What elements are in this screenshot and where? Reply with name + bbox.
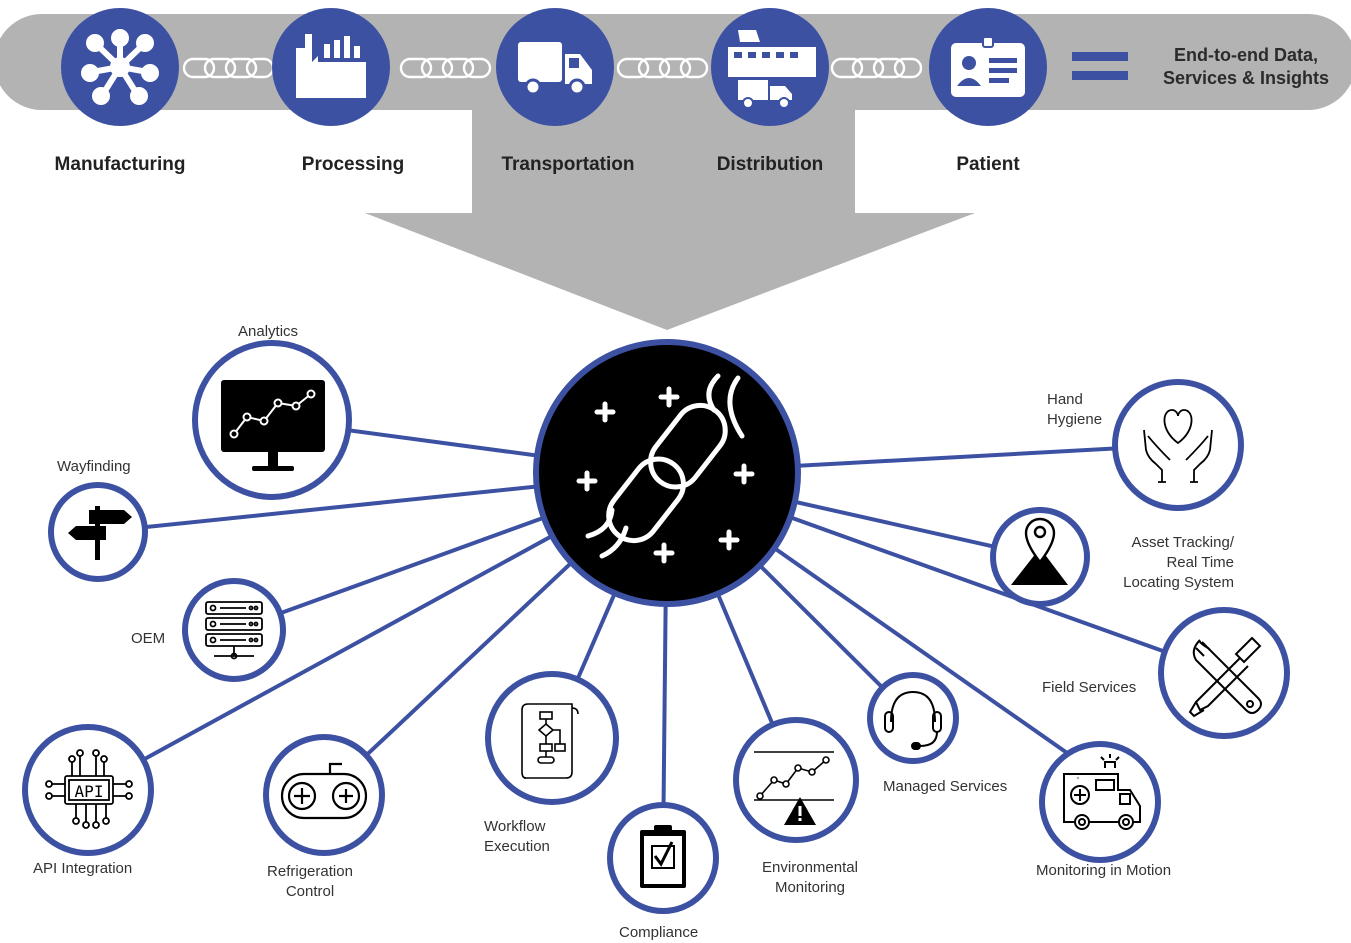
label-asset-line1: Asset Tracking/ bbox=[1104, 533, 1234, 553]
label-workflow-line1: Workflow bbox=[484, 817, 550, 837]
label-environmental-line2: Monitoring bbox=[750, 878, 870, 898]
label-hygiene-line1: Hand bbox=[1047, 390, 1102, 410]
label-refrigeration-line1: Refrigeration bbox=[250, 862, 370, 882]
service-analytics bbox=[195, 343, 349, 497]
label-api-text: API Integration bbox=[33, 860, 132, 877]
label-workflow-line2: Execution bbox=[484, 837, 550, 857]
label-analytics: Analytics bbox=[238, 322, 298, 342]
label-analytics-text: Analytics bbox=[238, 323, 298, 340]
label-managed: Managed Services bbox=[883, 777, 1007, 797]
label-refrigeration-line2: Control bbox=[250, 882, 370, 902]
service-workflow bbox=[488, 674, 616, 802]
hub-circle bbox=[536, 342, 798, 604]
service-wayfinding bbox=[51, 485, 145, 579]
label-motion-text: Monitoring in Motion bbox=[1036, 862, 1171, 879]
label-field-text: Field Services bbox=[1042, 679, 1136, 696]
label-environmental: Environmental Monitoring bbox=[750, 858, 870, 898]
label-refrigeration: Refrigeration Control bbox=[250, 862, 370, 902]
service-field bbox=[1161, 610, 1287, 736]
stage-processing bbox=[272, 8, 390, 126]
id-card-icon bbox=[951, 37, 1025, 97]
label-hygiene: Hand Hygiene bbox=[1047, 390, 1102, 430]
end-to-end-line2: Services & Insights bbox=[1148, 67, 1344, 90]
clipboard-check-icon bbox=[640, 825, 686, 888]
api-chip-text: API bbox=[75, 782, 104, 801]
label-managed-text: Managed Services bbox=[883, 778, 1007, 795]
service-hygiene bbox=[1115, 382, 1241, 508]
label-asset-line2: Real Time bbox=[1104, 553, 1234, 573]
label-api: API Integration bbox=[33, 859, 132, 879]
stage-label-transportation: Transportation bbox=[478, 154, 658, 176]
stage-patient bbox=[929, 8, 1047, 126]
stage-manufacturing bbox=[61, 8, 179, 126]
service-oem bbox=[185, 581, 283, 679]
label-hygiene-line2: Hygiene bbox=[1047, 410, 1102, 430]
stage-label-processing: Processing bbox=[273, 154, 433, 176]
stage-label-manufacturing: Manufacturing bbox=[40, 154, 200, 176]
label-wayfinding: Wayfinding bbox=[57, 457, 131, 477]
label-compliance: Compliance bbox=[619, 923, 698, 943]
label-motion: Monitoring in Motion bbox=[1036, 861, 1171, 881]
stage-label-distribution: Distribution bbox=[690, 154, 850, 176]
service-compliance bbox=[610, 805, 716, 911]
label-oem: OEM bbox=[131, 629, 165, 649]
stage-transportation bbox=[496, 8, 614, 126]
label-oem-text: OEM bbox=[131, 630, 165, 647]
end-to-end-label: End-to-end Data, Services & Insights bbox=[1148, 44, 1344, 90]
label-wayfinding-text: Wayfinding bbox=[57, 458, 131, 475]
stage-label-patient: Patient bbox=[908, 154, 1068, 176]
label-field: Field Services bbox=[1042, 678, 1136, 698]
service-api: API bbox=[25, 727, 151, 853]
service-managed bbox=[870, 675, 956, 761]
end-to-end-line1: End-to-end Data, bbox=[1148, 44, 1344, 67]
label-compliance-text: Compliance bbox=[619, 924, 698, 941]
service-refrigeration bbox=[266, 737, 382, 853]
service-asset bbox=[993, 510, 1087, 604]
service-environmental bbox=[736, 720, 856, 840]
label-workflow: Workflow Execution bbox=[484, 817, 550, 857]
service-motion bbox=[1042, 744, 1158, 860]
label-environmental-line1: Environmental bbox=[750, 858, 870, 878]
label-asset: Asset Tracking/ Real Time Locating Syste… bbox=[1104, 533, 1234, 593]
label-asset-line3: Locating System bbox=[1104, 573, 1234, 593]
stage-distribution bbox=[711, 8, 829, 126]
